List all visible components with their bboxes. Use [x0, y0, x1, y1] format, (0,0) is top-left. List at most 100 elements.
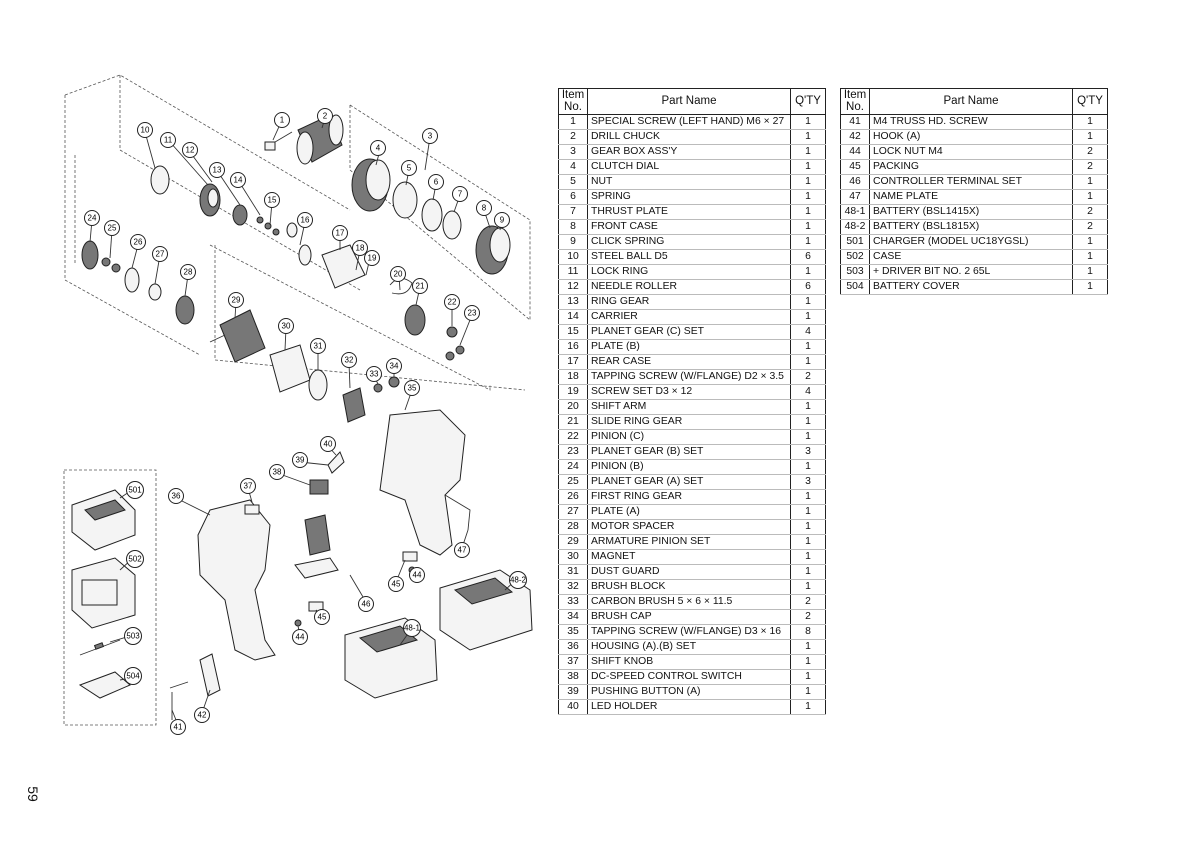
callout-circle: [366, 366, 382, 382]
rear-gear-drawing: [81, 240, 195, 325]
qty-cell: 1: [790, 639, 826, 655]
part-name-cell: MAGNET: [587, 549, 791, 565]
callout-5: 5: [401, 160, 417, 176]
callout-42: 42: [194, 707, 210, 723]
callout-label: 12: [186, 146, 195, 155]
qty-cell: 3: [790, 474, 826, 490]
part-name-cell: DUST GUARD: [587, 564, 791, 580]
callout-circle: [403, 619, 421, 637]
qty-cell: 1: [790, 354, 826, 370]
page-number: 59: [24, 786, 41, 802]
callout-15: 15: [264, 192, 280, 208]
part-name-cell: LED HOLDER: [587, 699, 791, 715]
part-name-cell: HOUSING (A).(B) SET: [587, 639, 791, 655]
callout-circle: [314, 609, 330, 625]
callout-label: 1: [280, 116, 285, 125]
callout-label: 17: [336, 229, 345, 238]
part-name-cell: BRUSH BLOCK: [587, 579, 791, 595]
callout-45: 45: [314, 609, 330, 625]
callout-label: 33: [370, 370, 379, 379]
qty-cell: 1: [1072, 129, 1108, 145]
item-no-cell: 48-1: [840, 204, 870, 220]
callout-1: 1: [274, 112, 290, 128]
callout-7: 7: [452, 186, 468, 202]
callout-label: 26: [134, 238, 143, 247]
callout-38: 38: [269, 464, 285, 480]
qty-cell: 1: [1072, 234, 1108, 250]
callout-label: 5: [407, 164, 412, 173]
callout-10: 10: [137, 122, 153, 138]
header-part-name: Part Name: [587, 88, 791, 115]
item-no-cell: 21: [558, 414, 588, 430]
callout-label: 20: [394, 270, 403, 279]
callout-label: 28: [184, 268, 193, 277]
callout-circle: [180, 264, 196, 280]
callout-label: 3: [428, 132, 433, 141]
qty-cell: 1: [790, 519, 826, 535]
item-no-cell: 28: [558, 519, 588, 535]
table-header-row: Item No. Part Name Q'TY: [558, 88, 826, 115]
item-no-cell: 15: [558, 324, 588, 340]
item-no-cell: 45: [840, 159, 870, 175]
callout-34: 34: [386, 358, 402, 374]
callout-label: 41: [174, 723, 183, 732]
callout-label: 36: [172, 492, 181, 501]
callout-44: 44: [292, 629, 308, 645]
header-item-no: Item No.: [840, 88, 870, 115]
qty-cell: 1: [1072, 249, 1108, 265]
callout-46: 46: [358, 596, 374, 612]
callout-circle: [230, 172, 246, 188]
callout-48-1: 48-1: [403, 619, 421, 637]
qty-cell: 1: [790, 294, 826, 310]
callout-label: 37: [244, 482, 253, 491]
callout-circle: [104, 220, 120, 236]
callout-12: 12: [182, 142, 198, 158]
callout-label: 44: [296, 633, 305, 642]
qty-cell: 1: [790, 189, 826, 205]
callout-label: 2: [323, 112, 328, 121]
item-no-cell: 29: [558, 534, 588, 550]
callout-label: 501: [128, 486, 142, 495]
callout-label: 38: [273, 468, 282, 477]
callout-circle: [452, 186, 468, 202]
callout-40: 40: [320, 436, 336, 452]
qty-cell: 1: [790, 309, 826, 325]
qty-cell: 1: [790, 114, 826, 130]
callout-20: 20: [390, 266, 406, 282]
part-name-cell: NEEDLE ROLLER: [587, 279, 791, 295]
item-no-cell: 25: [558, 474, 588, 490]
battery-drawing: [344, 569, 533, 699]
callout-circle: [137, 122, 153, 138]
callout-35: 35: [404, 380, 420, 396]
item-no-cell: 3: [558, 144, 588, 160]
qty-cell: 1: [790, 684, 826, 700]
qty-cell: 1: [790, 414, 826, 430]
qty-cell: 1: [790, 219, 826, 235]
qty-cell: 4: [790, 324, 826, 340]
callout-3: 3: [422, 128, 438, 144]
